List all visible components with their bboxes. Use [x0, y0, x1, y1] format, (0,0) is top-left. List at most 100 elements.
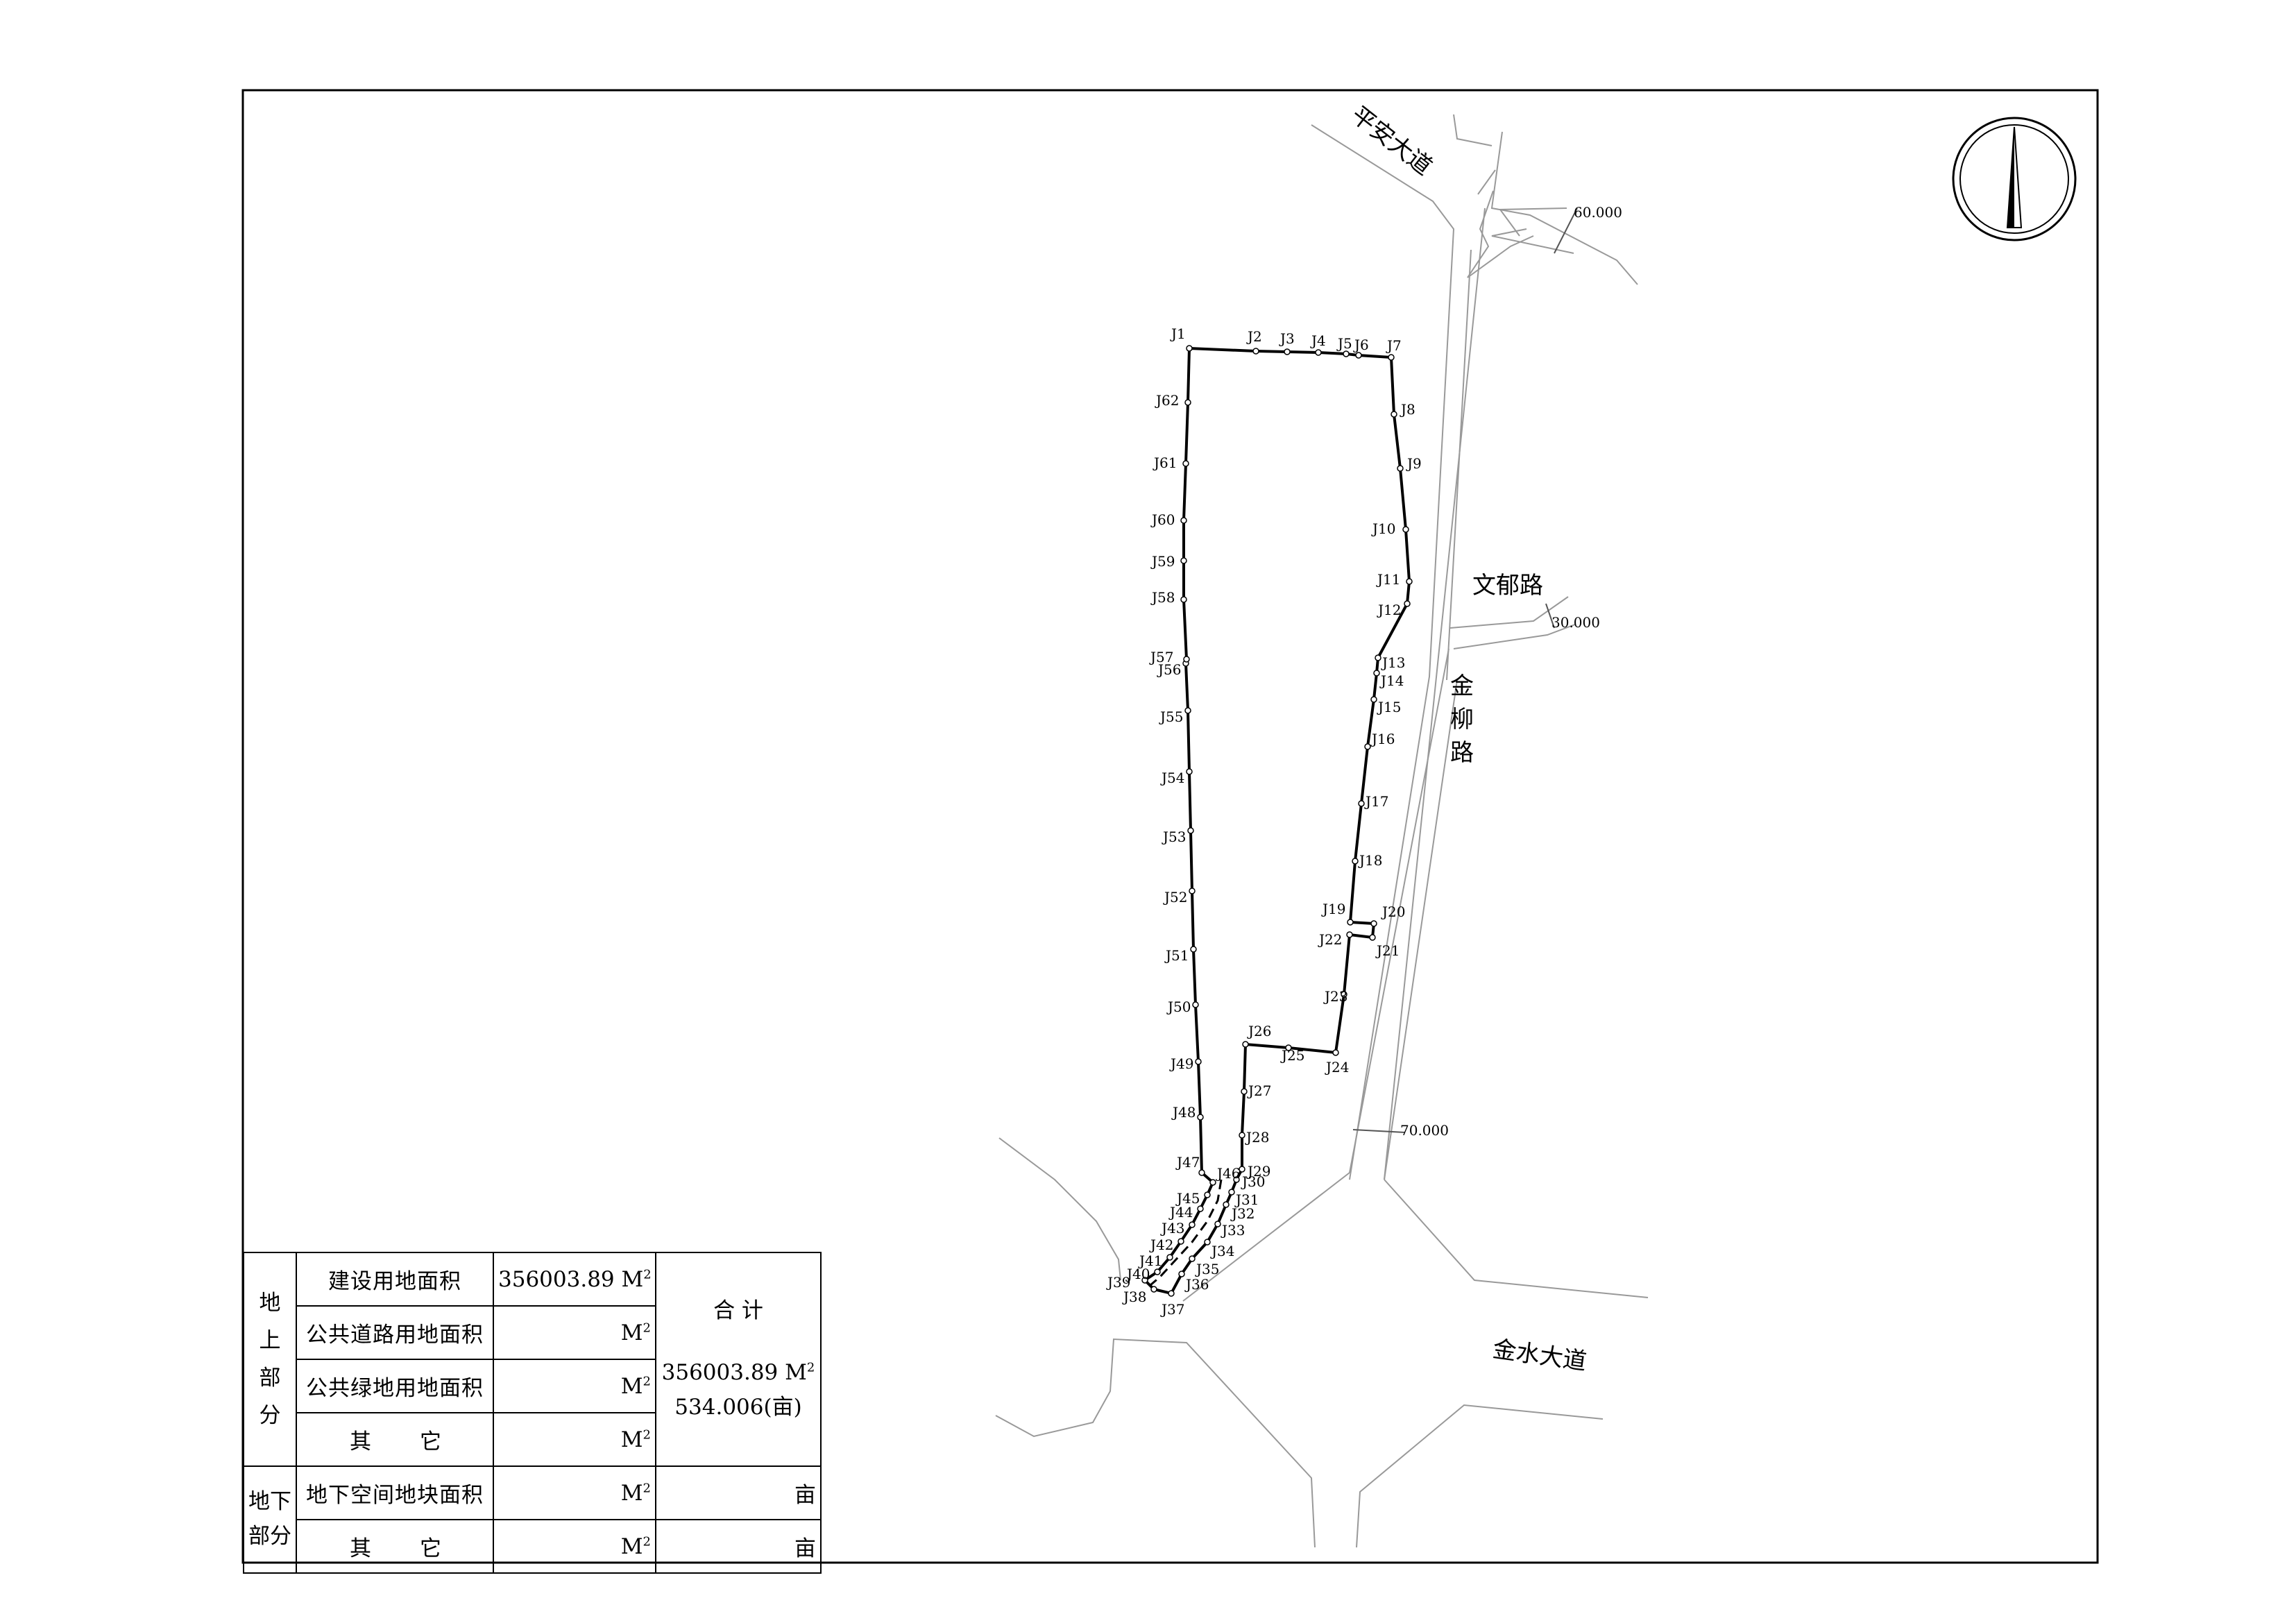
boundary-point-label: J57: [1149, 649, 1173, 665]
boundary-point-label: J36: [1184, 1276, 1209, 1293]
boundary-point-marker: [1388, 354, 1395, 361]
boundary-point-label: J48: [1171, 1104, 1196, 1121]
boundary-point-marker: [1397, 465, 1404, 472]
boundary-point-label: J43: [1160, 1220, 1184, 1237]
boundary-point-marker: [1364, 743, 1371, 750]
boundary-point-marker: [1204, 1191, 1211, 1198]
boundary-point-marker: [1189, 1221, 1196, 1228]
boundary-point-marker: [1373, 670, 1380, 677]
boundary-point-marker: [1355, 352, 1362, 359]
boundary-point-label: J19: [1321, 901, 1345, 917]
width-label-pingan: 60.000: [1574, 204, 1622, 221]
boundary-point-label: J44: [1168, 1204, 1193, 1221]
boundary-point-label: J20: [1381, 903, 1405, 920]
boundary-point-marker: [1347, 919, 1354, 926]
boundary-point-label: J41: [1138, 1252, 1162, 1269]
width-label-jinliu: 70.000: [1400, 1122, 1449, 1139]
boundary-point-marker: [1150, 1286, 1157, 1293]
boundary-point-marker: [1186, 768, 1193, 775]
boundary-point-marker: [1223, 1201, 1230, 1208]
boundary-point-marker: [1180, 596, 1187, 603]
boundary-point-marker: [1332, 1049, 1339, 1056]
boundary-point-label: J59: [1150, 553, 1175, 570]
boundary-point-label: J37: [1160, 1301, 1184, 1318]
boundary-point-label: J53: [1162, 829, 1186, 845]
boundary-point-marker: [1233, 1176, 1240, 1183]
boundary-point-label: J49: [1169, 1055, 1193, 1072]
boundary-point-label: J11: [1376, 571, 1400, 588]
boundary-point-label: J26: [1247, 1023, 1271, 1039]
boundary-point-label: J50: [1166, 999, 1191, 1015]
boundary-point-label: J60: [1150, 511, 1175, 528]
boundary-point-marker: [1187, 827, 1194, 834]
boundary-point-label: J18: [1358, 852, 1382, 869]
boundary-point-label: J12: [1377, 602, 1401, 618]
boundary-point-label: J33: [1221, 1222, 1245, 1239]
boundary-point-marker: [1180, 517, 1187, 524]
boundary-point-label: J54: [1160, 770, 1184, 786]
road-label-jinliu: 金柳路: [1450, 672, 1474, 767]
boundary-point-marker: [1370, 920, 1377, 927]
boundary-point-label: J4: [1310, 332, 1326, 349]
total-mu: 534.006(亩): [674, 1394, 802, 1420]
boundary-point-label: J31: [1234, 1191, 1259, 1208]
boundary-point-label: J30: [1241, 1173, 1265, 1190]
table-row: 其它 M2: [244, 1412, 821, 1467]
boundary-point-marker: [1370, 696, 1377, 703]
boundary-point-marker: [1190, 946, 1197, 953]
boundary-point-marker: [1239, 1132, 1245, 1139]
below-ground-group-label: 地下 部分: [243, 1465, 297, 1574]
table-row: 地 上 部 分 建设用地面积 356003.89 M2 合 计 356003.8…: [243, 1252, 822, 1467]
boundary-point-label: J40: [1125, 1266, 1150, 1282]
boundary-point-marker: [1404, 600, 1411, 607]
boundary-point-marker: [1189, 1255, 1196, 1262]
boundary-point-marker: [1192, 1001, 1199, 1008]
above-ground-group-label: 地 上 部 分: [243, 1252, 297, 1467]
boundary-point-marker: [1214, 1221, 1221, 1227]
road-width-labels: 60.000 30.000 70.000: [1400, 204, 1622, 1139]
boundary-point-marker: [1184, 399, 1191, 406]
boundary-point-label: J2: [1246, 328, 1262, 345]
row-name: 地下空间地块面积: [296, 1465, 494, 1520]
boundary-point-marker: [1168, 1290, 1175, 1297]
boundary-point-label: J14: [1379, 672, 1404, 689]
table-row: 公共道路用地面积 M2: [244, 1305, 821, 1360]
row-mu: 亩: [655, 1519, 822, 1574]
boundary-point-label: J39: [1106, 1274, 1130, 1291]
boundary-point-marker: [1197, 1114, 1204, 1121]
boundary-point-label: J5: [1336, 335, 1352, 352]
boundary-point-label: J55: [1159, 708, 1183, 725]
row-value: 356003.89 M2: [493, 1252, 656, 1307]
boundary-point-label: J7: [1386, 337, 1402, 354]
row-value: M2: [493, 1519, 656, 1574]
boundary-point-marker: [1315, 349, 1322, 356]
total-value: 356003.89 M2: [661, 1360, 815, 1386]
boundary-point-marker: [1182, 460, 1189, 467]
table-row: 公共绿地用地面积 M2: [244, 1359, 821, 1413]
boundary-point-marker: [1239, 1166, 1245, 1173]
boundary-point-marker: [1402, 526, 1409, 533]
row-name: 其它: [296, 1412, 494, 1467]
boundary-point-label: J24: [1325, 1059, 1349, 1076]
boundary-point-label: J29: [1246, 1163, 1270, 1180]
boundary-point-label: J8: [1400, 401, 1415, 418]
total-cell: 合 计 356003.89 M2 534.006(亩): [655, 1252, 822, 1467]
area-summary-table: 地 上 部 分 建设用地面积 356003.89 M2 合 计 356003.8…: [243, 1252, 822, 1574]
boundary-point-marker: [1391, 411, 1397, 418]
boundary-point-marker: [1241, 1088, 1248, 1095]
boundary-point-marker: [1180, 557, 1187, 564]
boundary-point-marker: [1183, 656, 1190, 663]
boundary-point-label: J51: [1164, 947, 1189, 964]
road-label-pingan: 平安大道: [1345, 101, 1437, 181]
total-label: 合 计: [713, 1298, 763, 1323]
row-value: M2: [493, 1305, 656, 1360]
boundary-point-label: J6: [1353, 337, 1369, 353]
boundary-point-marker: [1252, 348, 1259, 355]
boundary-point-marker: [1154, 1268, 1161, 1275]
boundary-point-label: J52: [1163, 889, 1187, 906]
boundary-point-label: J21: [1375, 942, 1400, 959]
boundary-point-marker: [1178, 1271, 1185, 1277]
boundary-point-label: J34: [1210, 1243, 1234, 1259]
parcel-dashed-line: [1150, 1179, 1223, 1286]
